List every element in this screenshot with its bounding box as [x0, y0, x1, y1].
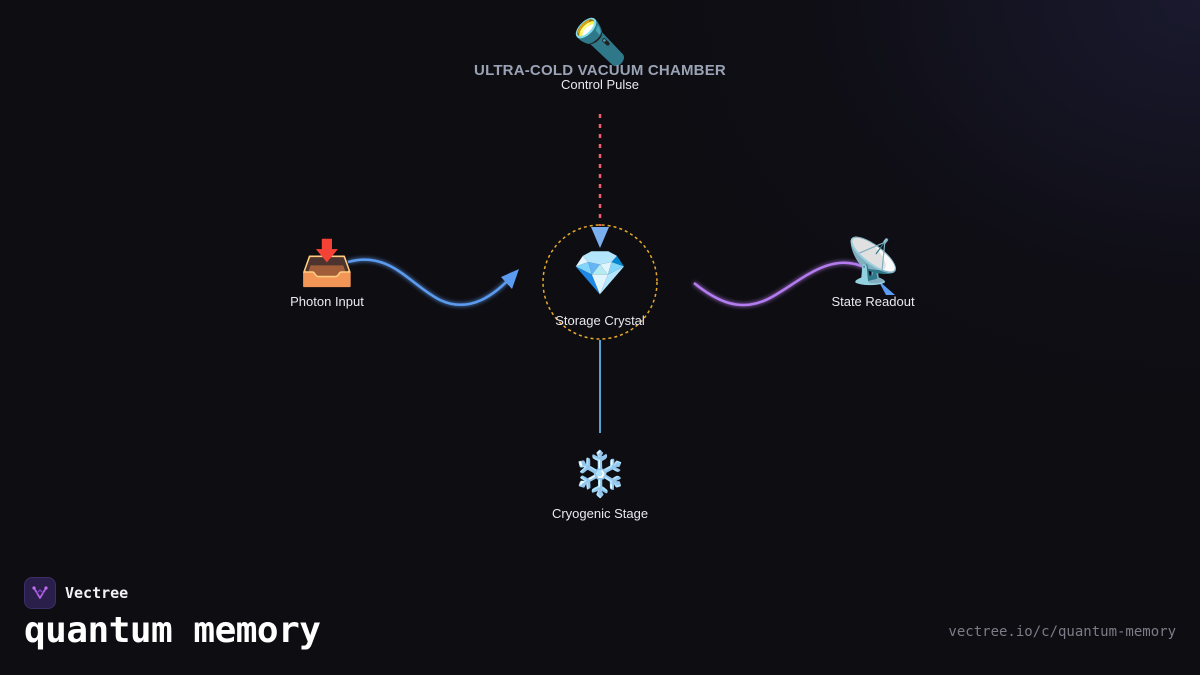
chamber-title: ULTRA-COLD VACUUM CHAMBER [474, 62, 726, 79]
snowflake-icon: ❄️ [573, 449, 628, 500]
control-pulse-label: Control Pulse [561, 77, 639, 92]
storage-crystal-label: Storage Crystal [555, 313, 645, 328]
storage-crystal-ring [542, 224, 658, 340]
state-readout-label: State Readout [831, 294, 915, 309]
edge-photon-arrowhead [501, 269, 519, 289]
page-url[interactable]: vectree.io/c/quantum-memory [948, 624, 1176, 640]
edge-readout-arrowhead [878, 280, 895, 295]
vectree-logo-icon [24, 577, 56, 609]
photon-input-label: Photon Input [290, 294, 364, 309]
flashlight-icon: 🔦 [573, 17, 628, 68]
gem-icon: 💎 [573, 248, 628, 299]
edge-crystal-to-readout [693, 261, 867, 307]
brand[interactable]: Vectree [24, 577, 128, 609]
satellite-antenna-icon: 📡 [846, 233, 901, 287]
cryogenic-stage-label: Cryogenic Stage [552, 506, 648, 521]
edge-photon-to-crystal [347, 258, 515, 306]
brand-name: Vectree [65, 584, 129, 602]
inbox-tray-icon: 📥 [300, 238, 355, 289]
edge-control-arrowhead [591, 227, 609, 248]
page-title: quantum memory [24, 610, 321, 651]
